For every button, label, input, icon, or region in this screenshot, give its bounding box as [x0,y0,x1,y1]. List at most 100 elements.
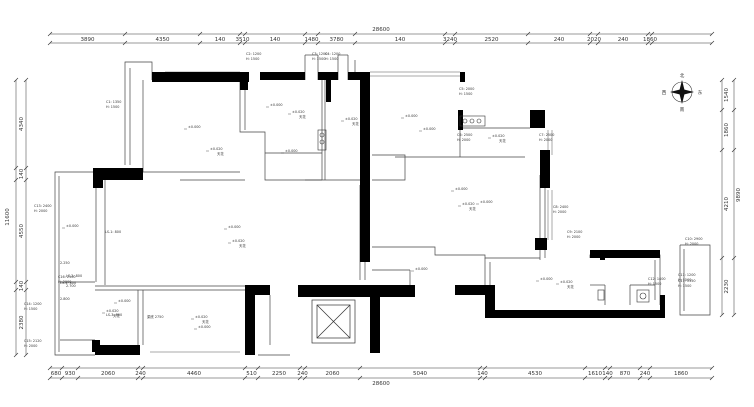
dim-left-overall: 11600 [5,208,11,226]
room-mark: ±0.000 [266,103,283,108]
dim-bottom-16: 1860 [674,371,688,377]
dim-top-0: 3890 [81,37,95,43]
svg-text:C1: 1350: C1: 1350 [106,100,121,104]
svg-text:C17: 1150: C17: 1150 [678,279,696,283]
annotation: 2.250 [60,261,70,265]
compass-south: 南 [680,106,685,113]
room-mark: ±0.000 [411,267,428,272]
svg-text:天花: 天花 [202,319,209,324]
dim-top-6: 3780 [330,37,344,43]
svg-text:H: 2000: H: 2000 [539,138,552,142]
annotation: 2.700 [66,284,76,288]
svg-text:H: 1500: H: 1500 [106,105,119,109]
svg-text:H: 2000: H: 2000 [24,344,37,348]
dim-left-2: 4550 [19,224,25,238]
svg-text:H: 1500: H: 1500 [325,57,338,61]
dim-bottom-1: 930 [65,371,76,377]
dim-top-overall: 28600 [372,27,390,33]
dim-bottom-6: 2250 [272,371,286,377]
dim-top-13: 1860 [643,37,657,43]
svg-text:±0.000: ±0.000 [66,224,79,228]
dimension-lines [15,33,735,379]
svg-text:天花: 天花 [352,121,359,126]
dim-top-8: 3240 [443,37,457,43]
dim-bottom-11: 4530 [528,371,542,377]
svg-text:天花: 天花 [469,206,476,211]
room-mark: ±0.000 [419,127,436,132]
dimension-ticks [13,31,737,381]
svg-text:H: 2000: H: 2000 [457,138,470,142]
svg-text:±0.020: ±0.020 [462,202,475,206]
room-mark: ±0.000 [451,187,468,192]
dim-top-11: 2020 [587,37,601,43]
svg-text:H: 1500: H: 1500 [648,282,661,286]
svg-text:±0.020: ±0.020 [106,309,119,313]
dim-top-9: 2520 [485,37,499,43]
svg-text:±0.000: ±0.000 [405,114,418,118]
svg-text:C2: 1200: C2: 1200 [246,52,261,56]
svg-text:±0.000: ±0.000 [118,299,131,303]
room-mark: ±0.000 [184,125,201,130]
dim-top-2: 140 [215,37,226,43]
svg-text:±0.020: ±0.020 [345,117,358,121]
dim-left-1: 140 [19,168,25,179]
dim-left-3: 140 [19,280,25,291]
svg-text:C5: 2000: C5: 2000 [459,87,474,91]
svg-text:天花: 天花 [217,151,224,156]
svg-text:±0.000: ±0.000 [270,103,283,107]
beam-note: 梁底 2750 [147,314,164,319]
svg-text:H: 2000: H: 2000 [553,210,566,214]
svg-text:C15: 2120: C15: 2120 [24,339,42,343]
dim-bottom-13: 140 [602,371,613,377]
svg-text:C11: 1200: C11: 1200 [678,273,696,277]
svg-text:C10: 2900: C10: 2900 [685,237,703,241]
dim-bottom-14: 870 [620,371,631,377]
svg-text:±0.020: ±0.020 [292,110,305,114]
svg-text:H: 1500: H: 1500 [459,92,472,96]
dim-bottom-12: 1610 [588,371,602,377]
dim-bottom-overall: 28600 [372,381,390,387]
dim-right-overall: 9890 [736,188,742,202]
svg-text:H: 2000: H: 2000 [34,209,47,213]
kitchen-fixtures [317,115,650,303]
dim-bottom-0: 680 [51,371,62,377]
svg-text:±0.000: ±0.000 [285,149,298,153]
dim-top-5: 1480 [305,37,319,43]
sill-label: LS-1: 800 [105,230,121,234]
svg-text:H: 1500: H: 1500 [246,57,259,61]
dim-left-4: 2380 [19,315,25,329]
svg-text:H: 1500: H: 1500 [678,284,691,288]
annotation: 2.800 [60,297,70,301]
svg-text:H: 2000: H: 2000 [685,242,698,246]
svg-text:天花: 天花 [567,284,574,289]
sill-label: LS-4: 800 [60,281,76,285]
room-mark: ±0.000 [114,299,131,304]
svg-text:±0.000: ±0.000 [188,125,201,129]
svg-text:±0.020: ±0.020 [492,134,505,138]
dim-top-10: 240 [554,37,565,43]
svg-text:±0.000: ±0.000 [480,200,493,204]
room-mark: ±0.000 [62,224,79,229]
room-mark: ±0.000 [476,200,493,205]
sill-label: LS-2: 800 [66,274,82,278]
svg-text:±0.020: ±0.020 [232,239,245,243]
dim-bottom-8: 2060 [326,371,340,377]
